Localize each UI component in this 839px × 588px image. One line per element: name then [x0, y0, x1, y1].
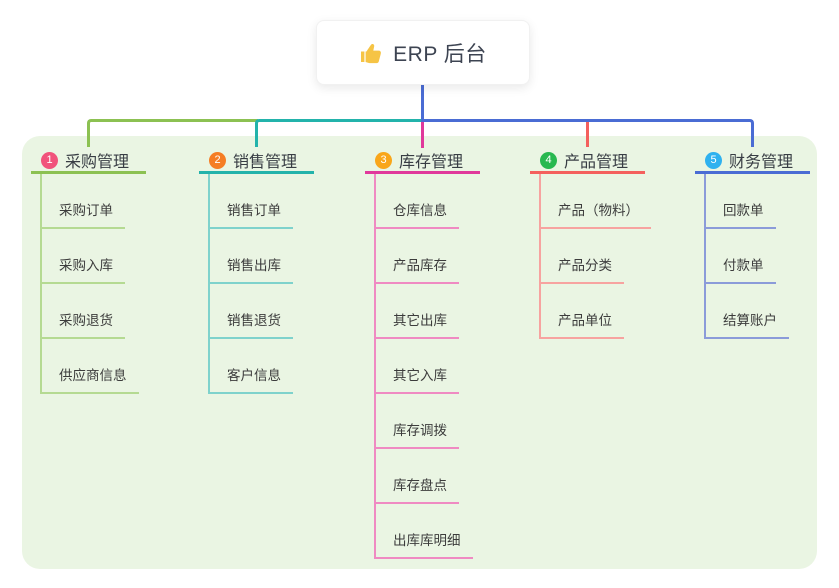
child-node-row: 销售退货 — [210, 284, 314, 339]
child-node-row: 其它出库 — [376, 284, 480, 339]
child-node-label[interactable]: 结算账户 — [706, 311, 789, 339]
branch-title-label: 采购管理 — [65, 154, 130, 171]
child-node-label[interactable]: 销售退货 — [210, 311, 293, 339]
child-node-row: 结算账户 — [706, 284, 810, 339]
branch-4: 4 产品管理产品（物料） 产品分类产品单位 — [530, 149, 651, 339]
child-node-row: 仓库信息 — [376, 174, 480, 229]
child-node-label[interactable]: 销售出库 — [210, 256, 293, 284]
branch-1: 1 采购管理采购订单采购入库采购退货供应商信息 — [31, 149, 146, 394]
branch-title-label: 财务管理 — [729, 154, 794, 171]
branch-title-label: 销售管理 — [233, 154, 298, 171]
child-node-label[interactable]: 库存调拨 — [376, 421, 459, 449]
child-node-row: 采购退货 — [42, 284, 146, 339]
child-node-label[interactable]: 产品单位 — [541, 311, 624, 339]
child-node-label[interactable]: 库存盘点 — [376, 476, 459, 504]
child-node-label[interactable]: 采购入库 — [42, 256, 125, 284]
child-node-label[interactable]: 供应商信息 — [42, 366, 139, 394]
root-node-erp[interactable]: ERP 后台 — [316, 20, 530, 85]
branch-children-1: 采购订单采购入库采购退货供应商信息 — [40, 174, 146, 394]
branches-panel — [22, 136, 817, 569]
child-node-row: 产品单位 — [541, 284, 651, 339]
branch-children-4: 产品（物料） 产品分类产品单位 — [539, 174, 651, 339]
child-node-label[interactable]: 付款单 — [706, 256, 776, 284]
child-node-row: 供应商信息 — [42, 339, 146, 394]
branch-number-badge: 2 — [209, 151, 226, 169]
child-node-label[interactable]: 采购订单 — [42, 201, 125, 229]
child-node-label[interactable]: 回款单 — [706, 201, 776, 229]
branch-5: 5 财务管理回款单付款单结算账户 — [695, 149, 810, 339]
child-node-row: 付款单 — [706, 229, 810, 284]
child-node-row: 库存盘点 — [376, 449, 480, 504]
child-node-row: 客户信息 — [210, 339, 314, 394]
child-node-label[interactable]: 仓库信息 — [376, 201, 459, 229]
child-node-row: 销售出库 — [210, 229, 314, 284]
child-node-label[interactable]: 出库库明细 — [376, 531, 473, 559]
child-node-label[interactable]: 客户信息 — [210, 366, 293, 394]
branch-children-3: 仓库信息产品库存其它出库其它入库库存调拨库存盘点出库库明细 — [374, 174, 480, 559]
branch-title-label: 库存管理 — [399, 154, 464, 171]
child-node-label[interactable]: 产品库存 — [376, 256, 459, 284]
branch-title-label: 产品管理 — [564, 154, 629, 171]
child-node-row: 出库库明细 — [376, 504, 480, 559]
branch-title-5[interactable]: 5 财务管理 — [695, 149, 810, 174]
thumbs-up-icon — [359, 41, 383, 65]
child-node-label[interactable]: 产品分类 — [541, 256, 624, 284]
child-node-row: 销售订单 — [210, 174, 314, 229]
child-node-row: 产品库存 — [376, 229, 480, 284]
child-node-label[interactable]: 产品（物料） — [541, 201, 651, 229]
connector-root-stem — [421, 82, 424, 119]
branch-children-5: 回款单付款单结算账户 — [704, 174, 810, 339]
branch-children-2: 销售订单销售出库销售退货客户信息 — [208, 174, 314, 394]
branch-3: 3 库存管理仓库信息产品库存其它出库其它入库库存调拨库存盘点出库库明细 — [365, 149, 480, 559]
branch-number-badge: 4 — [540, 151, 557, 169]
child-node-row: 其它入库 — [376, 339, 480, 394]
child-node-row: 产品（物料） — [541, 174, 651, 229]
child-node-label[interactable]: 销售订单 — [210, 201, 293, 229]
child-node-label[interactable]: 其它入库 — [376, 366, 459, 394]
branch-title-2[interactable]: 2 销售管理 — [199, 149, 314, 174]
branch-2: 2 销售管理销售订单销售出库销售退货客户信息 — [199, 149, 314, 394]
branch-number-badge: 1 — [41, 151, 58, 169]
child-node-row: 库存调拨 — [376, 394, 480, 449]
branch-title-4[interactable]: 4 产品管理 — [530, 149, 645, 174]
child-node-row: 采购订单 — [42, 174, 146, 229]
child-node-label[interactable]: 其它出库 — [376, 311, 459, 339]
branch-number-badge: 3 — [375, 151, 392, 169]
child-node-row: 采购入库 — [42, 229, 146, 284]
root-node-label: ERP 后台 — [393, 42, 487, 66]
branch-title-1[interactable]: 1 采购管理 — [31, 149, 146, 174]
child-node-label[interactable]: 采购退货 — [42, 311, 125, 339]
branch-number-badge: 5 — [705, 151, 722, 169]
child-node-row: 回款单 — [706, 174, 810, 229]
child-node-row: 产品分类 — [541, 229, 651, 284]
branch-title-3[interactable]: 3 库存管理 — [365, 149, 480, 174]
